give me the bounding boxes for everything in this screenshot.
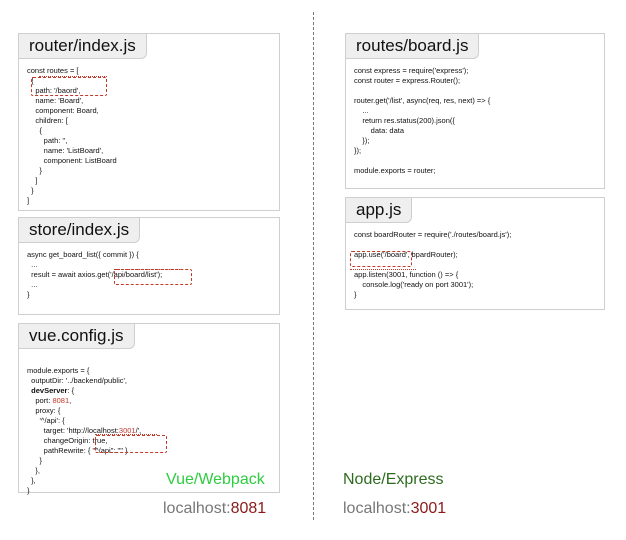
node-express-label: Node/Express — [343, 471, 444, 488]
node-port: 3001 — [410, 500, 447, 517]
path-highlight — [31, 77, 107, 96]
router-index-code: const routes = [ { path: '/baord', name:… — [27, 66, 117, 205]
code-line: } — [27, 486, 30, 495]
target-port: 3001 — [118, 426, 136, 435]
vue-webpack-label: Vue/Webpack — [166, 471, 265, 488]
app-panel: app.js const boardRouter = require('./ro… — [345, 197, 605, 310]
router-index-panel: router/index.js const routes = [ { path:… — [18, 33, 280, 211]
code-fragment: : { — [67, 386, 75, 395]
code-line: proxy: { — [27, 406, 61, 415]
app-code: const boardRouter = require('./routes/bo… — [354, 230, 512, 299]
code-fragment: /', — [135, 426, 142, 435]
code-line: changeOrigin: true, — [27, 436, 108, 445]
dev-server-key: devServer — [31, 386, 68, 395]
app-use-highlight-dots — [350, 269, 416, 270]
code-fragment: target: 'http://localhost: — [27, 426, 119, 435]
store-index-title: store/index.js — [19, 218, 141, 243]
routes-board-code: const express = require('express'); cons… — [354, 66, 491, 175]
port-value: 8081 — [52, 396, 70, 405]
vue-config-code: module.exports = { outputDir: '../backen… — [27, 356, 141, 496]
code-fragment: , — [69, 396, 72, 405]
code-line: module.exports = { — [27, 366, 90, 375]
code-line: pathRewrite: { "^/api": "" } — [27, 446, 128, 455]
code-fragment: port: — [27, 396, 53, 405]
api-url-highlight — [114, 269, 192, 285]
code-line: } — [27, 456, 43, 465]
routes-board-panel: routes/board.js const express = require(… — [345, 33, 605, 189]
column-divider — [313, 12, 314, 520]
code-line: '^/api': { — [27, 416, 65, 425]
node-host-text: localhost: — [343, 500, 411, 517]
vue-host: localhost:8081 — [163, 500, 266, 518]
app-use-highlight — [350, 251, 412, 267]
code-line: }, — [27, 466, 40, 475]
app-title: app.js — [346, 198, 413, 223]
router-index-title: router/index.js — [19, 34, 147, 59]
node-host: localhost:3001 — [343, 500, 446, 518]
code-line: }, — [27, 476, 36, 485]
vue-config-title: vue.config.js — [19, 324, 135, 349]
vue-host-text: localhost: — [163, 500, 231, 517]
vue-port: 8081 — [230, 500, 267, 517]
api-url-highlight-dots — [114, 269, 182, 270]
path-rewrite-highlight-dots — [95, 434, 157, 435]
path-rewrite-highlight — [95, 435, 167, 453]
store-index-code: async get_board_list({ commit }) { ... r… — [27, 250, 163, 299]
vue-config-panel: vue.config.js module.exports = { outputD… — [18, 323, 280, 496]
code-line: outputDir: '../backend/public', — [27, 376, 128, 385]
store-index-panel: store/index.js async get_board_list({ co… — [18, 217, 280, 315]
routes-board-title: routes/board.js — [346, 34, 480, 59]
path-highlight-dots — [39, 76, 107, 77]
